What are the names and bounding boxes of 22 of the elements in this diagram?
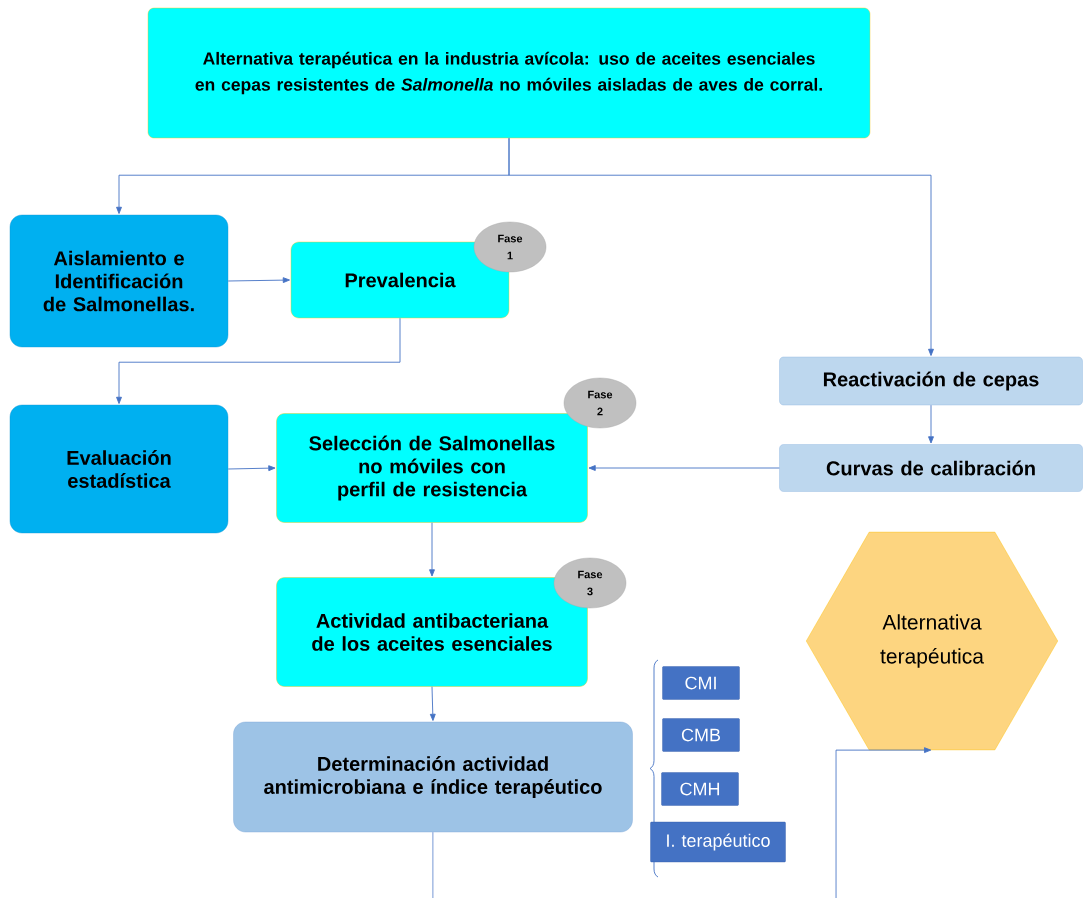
arrow <box>429 522 435 577</box>
arrow <box>227 465 276 472</box>
process-box: Reactivación de cepas <box>779 356 1083 406</box>
result-tag: CMB <box>662 718 740 752</box>
process-box: Aislamiento e Identificación de Salmonellas. <box>9 214 229 348</box>
result-tag: CMI <box>662 666 740 700</box>
hexagon-box: Alternativa terapéutica <box>806 531 1058 751</box>
arrow <box>116 317 401 404</box>
arrow <box>227 277 290 284</box>
title-box: Alternativa terapéutica en la industria avícola: uso de aceites esenciales en cepas resistentes de Salmonella no móviles aisladas de aves de corral. <box>147 7 871 139</box>
result-tag: CMH <box>661 772 739 806</box>
process-box: Selección de Salmonellas no móviles con perfil de resistencia <box>276 413 588 523</box>
process-box: Evaluación estadística <box>9 404 229 534</box>
arrow <box>588 465 780 471</box>
arrow <box>429 686 436 721</box>
process-box: Determinación actividad antimicrobiana e índice terapéutico <box>233 721 633 833</box>
process-box: Actividad antibacteriana de los aceites esenciales <box>276 577 588 687</box>
arrow <box>835 747 932 898</box>
result-tag: I. terapéutico <box>650 821 786 863</box>
arrow <box>928 404 934 444</box>
process-box: Curvas de calibración <box>779 444 1083 492</box>
arrow <box>508 137 934 356</box>
